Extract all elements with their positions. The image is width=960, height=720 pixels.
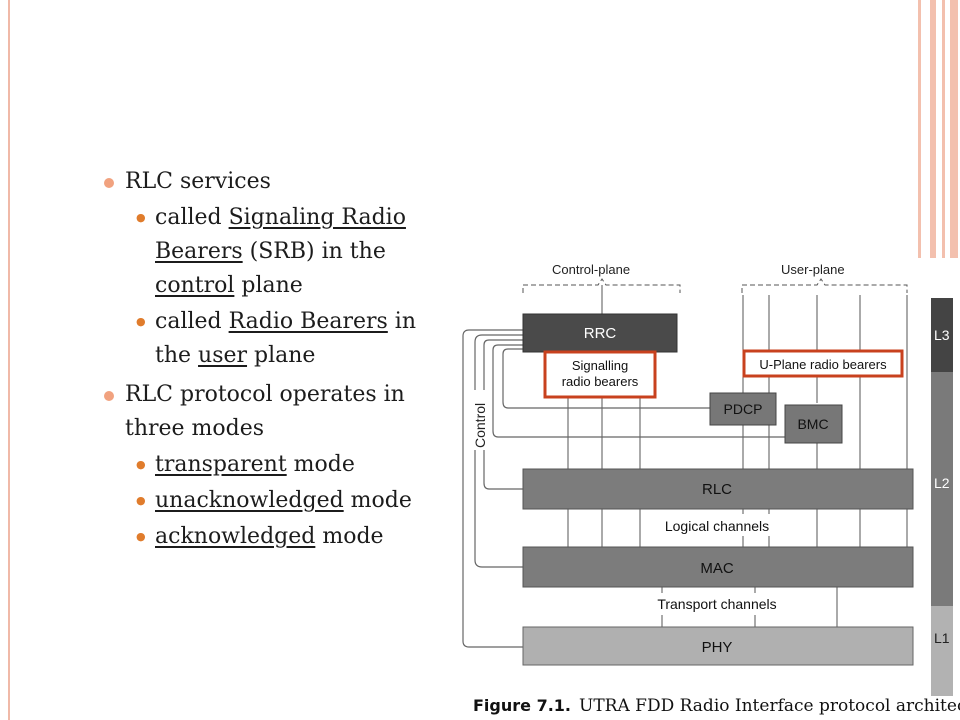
left-accent-line <box>8 0 10 720</box>
text: mode <box>343 488 412 513</box>
logical-channels-label: Logical channels <box>665 518 769 534</box>
layer-label-l1: L1 <box>934 630 950 646</box>
rlc-label: RLC <box>702 481 732 498</box>
bullet-text: RLC services <box>125 169 271 194</box>
text: (SRB) in the <box>242 239 386 264</box>
control-label: Control <box>472 403 488 448</box>
bullet-rlc-modes: RLC protocol operates in three modes <box>100 378 450 446</box>
phy-box <box>522 626 914 666</box>
right-accent-bar-1 <box>918 0 921 258</box>
protocol-diagram: L3 L2 L1 Control-plane User-plane <box>462 262 953 696</box>
sub-bullet-marker-icon: ● <box>136 211 146 224</box>
text: plane <box>247 343 316 368</box>
underlined-term: control <box>155 273 235 298</box>
layer-bar-l1 <box>931 606 953 696</box>
uplane-radio-bearers-highlight <box>742 349 904 378</box>
layer-label-l2: L2 <box>934 475 950 491</box>
text: mode <box>286 452 355 477</box>
user-plane-brace <box>741 278 908 293</box>
sub-bullet-srb: ● called Signaling Radio Bearers (SRB) i… <box>100 201 450 303</box>
underlined-term: transparent <box>155 452 287 477</box>
mac-box <box>522 546 914 588</box>
figure-caption-text: UTRA FDD Radio Interface protocol archit… <box>579 696 960 716</box>
pdcp-box <box>709 392 777 426</box>
rrc-box <box>522 313 678 353</box>
sub-bullet-unacknowledged: ● unacknowledged mode <box>100 484 450 518</box>
transport-channels-label: Transport channels <box>657 596 776 612</box>
sub-bullet-marker-icon: ● <box>136 315 146 328</box>
text: called <box>155 309 229 334</box>
right-accent-bar-4 <box>950 0 958 258</box>
sub-bullet-acknowledged: ● acknowledged mode <box>100 520 450 554</box>
control-plane-brace <box>522 278 681 293</box>
underlined-term: Signaling Radio Bearers <box>155 205 406 264</box>
layer-bar-l2 <box>931 372 953 606</box>
control-plane-label: Control-plane <box>552 262 630 277</box>
layer-bar-l3 <box>931 298 953 372</box>
text: plane <box>234 273 303 298</box>
sub-bullet-marker-icon: ● <box>136 530 146 543</box>
signalling-label-line1: Signalling <box>572 358 628 373</box>
control-label-bg <box>472 390 488 450</box>
layer-label-l3: L3 <box>934 327 950 343</box>
signalling-label-line2: radio bearers <box>562 374 639 389</box>
text: called <box>155 205 229 230</box>
figure-caption-label: Figure 7.1. <box>473 696 571 715</box>
right-accent-bar-3 <box>942 0 945 258</box>
bullet-list: RLC services ● called Signaling Radio Be… <box>100 160 450 554</box>
logical-channels-bg <box>650 514 795 536</box>
underlined-term: user <box>198 343 248 368</box>
signalling-radio-bearers-highlight <box>543 350 657 399</box>
user-plane-label: User-plane <box>781 262 845 277</box>
uplane-label: U-Plane radio bearers <box>759 357 887 372</box>
underlined-term: Radio Bearers <box>228 309 388 334</box>
underlined-term: acknowledged <box>155 524 316 549</box>
protocol-architecture-figure: L3 L2 L1 Control-plane User-plane <box>455 255 960 720</box>
sub-bullet-rb: ● called Radio Bearers in the user plane <box>100 305 450 373</box>
phy-label: PHY <box>702 639 733 656</box>
bullet-text: RLC protocol operates in three modes <box>125 382 405 441</box>
right-accent-bar-2 <box>930 0 936 258</box>
bmc-label: BMC <box>797 416 828 432</box>
underlined-term: unacknowledged <box>155 488 344 513</box>
pdcp-label: PDCP <box>724 401 763 417</box>
bmc-box <box>784 404 843 444</box>
figure-caption: Figure 7.1. UTRA FDD Radio Interface prot… <box>473 696 960 716</box>
text: in the <box>155 309 417 368</box>
mac-label: MAC <box>700 560 734 577</box>
rlc-box <box>522 468 914 510</box>
sub-bullet-marker-icon: ● <box>136 494 146 507</box>
bullet-rlc-services: RLC services <box>100 165 450 199</box>
sub-bullet-marker-icon: ● <box>136 458 146 471</box>
rrc-label: RRC <box>584 325 617 342</box>
text: mode <box>315 524 384 549</box>
transport-channels-bg <box>645 593 790 615</box>
sub-bullet-transparent: ● transparent mode <box>100 448 450 482</box>
